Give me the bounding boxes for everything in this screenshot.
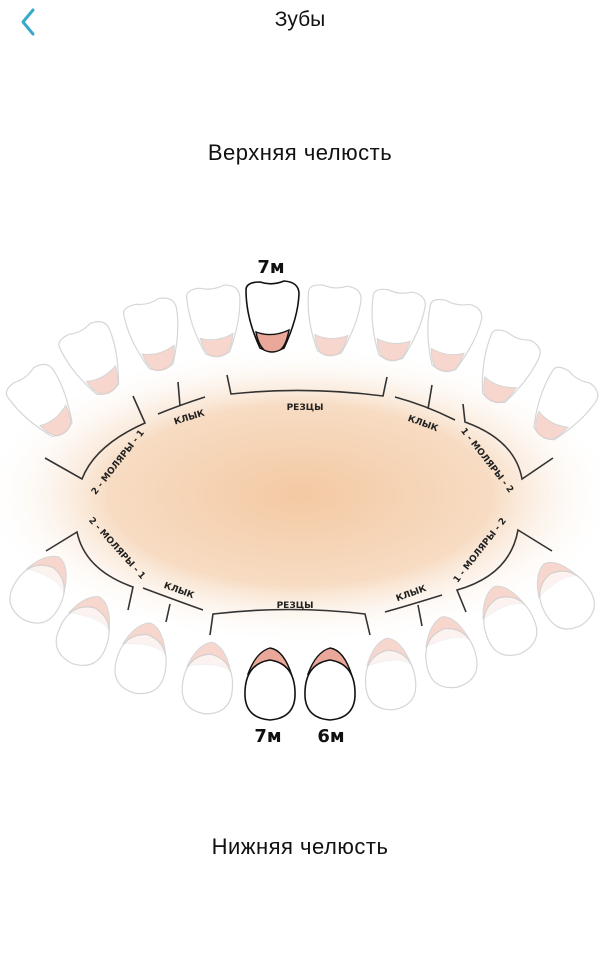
upper-incisors-bracket — [226, 374, 388, 397]
upper-tooth-9[interactable] — [468, 326, 544, 412]
upper-tooth-10[interactable] — [520, 363, 600, 451]
upper-canine-left-bracket — [157, 381, 206, 415]
lower-tooth-4[interactable] — [180, 640, 236, 716]
upper-jaw-title: Верхняя челюсть — [207, 140, 393, 165]
lower-molars-right-bracket — [455, 528, 553, 613]
tooth-crown-icon — [181, 653, 234, 715]
tooth-crown-icon — [114, 633, 167, 695]
gum-icon — [483, 376, 518, 404]
tooth-crown-icon — [539, 570, 595, 630]
upper-tooth-6[interactable] — [303, 283, 362, 358]
upper-tooth-4[interactable] — [186, 284, 245, 359]
tooth-crown-icon — [483, 596, 538, 656]
lower-tooth-6-age: 6м — [317, 726, 344, 747]
upper-molars-left-bracket — [44, 395, 147, 481]
gum-icon — [430, 347, 465, 373]
upper-molars-right-bracket — [462, 403, 554, 481]
lower-incisors-label: РЕЗЦЫ — [277, 601, 314, 611]
page-title: Зубы — [274, 8, 326, 31]
lower-tooth-5[interactable] — [244, 647, 296, 721]
upper-incisors-label: РЕЗЦЫ — [287, 403, 324, 413]
tooth-crown-icon — [9, 564, 65, 624]
lower-teeth — [1, 545, 600, 721]
lower-tooth-5-age: 7м — [254, 726, 281, 747]
lower-tooth-7[interactable] — [362, 636, 418, 712]
lower-canine-right-bracket — [384, 594, 443, 627]
gum-icon — [141, 344, 175, 372]
upper-tooth-2[interactable] — [56, 317, 134, 404]
tooth-crown-icon — [425, 627, 478, 689]
gum-icon — [38, 403, 72, 437]
gum-icon — [85, 364, 119, 395]
lower-tooth-2[interactable] — [49, 587, 122, 673]
tooth-crown-icon — [364, 649, 417, 711]
lower-tooth-9[interactable] — [471, 577, 544, 663]
lower-incisors-bracket — [209, 608, 371, 636]
gum-icon — [199, 332, 234, 358]
tooth-crown-icon — [304, 659, 356, 721]
upper-tooth-5[interactable] — [245, 280, 300, 353]
gum-icon — [255, 328, 290, 353]
mouth-glow — [0, 345, 600, 645]
back-button[interactable] — [14, 6, 44, 38]
lower-tooth-6[interactable] — [304, 647, 356, 721]
lower-tooth-3[interactable] — [110, 618, 174, 699]
upper-tooth-5-age: 7м — [257, 257, 284, 278]
upper-tooth-7[interactable] — [365, 287, 427, 365]
lower-tooth-10[interactable] — [523, 551, 600, 639]
upper-tooth-8[interactable] — [417, 296, 484, 376]
lower-jaw-title: Нижняя челюсть — [211, 834, 389, 859]
upper-canine-right-bracket — [394, 384, 456, 421]
lower-tooth-8[interactable] — [418, 612, 482, 693]
lower-molars-left-bracket — [45, 530, 134, 611]
gum-icon — [376, 337, 411, 362]
gum-icon — [314, 333, 349, 357]
gum-icon — [535, 410, 570, 440]
tooth-crown-icon — [244, 659, 296, 721]
lower-canine-left-bracket — [142, 587, 204, 623]
upper-tooth-3[interactable] — [122, 295, 189, 375]
tooth-crown-icon — [55, 606, 110, 666]
upper-tooth-1[interactable] — [2, 359, 86, 448]
teeth-diagram: РЕЗЦЫ КЛЫК КЛЫК 2 - МОЛЯРЫ - 1 1 - МОЛЯР… — [0, 257, 600, 747]
chevron-left-icon — [21, 8, 35, 36]
lower-tooth-1[interactable] — [1, 545, 80, 632]
upper-teeth — [2, 280, 600, 451]
brackets — [44, 374, 554, 636]
